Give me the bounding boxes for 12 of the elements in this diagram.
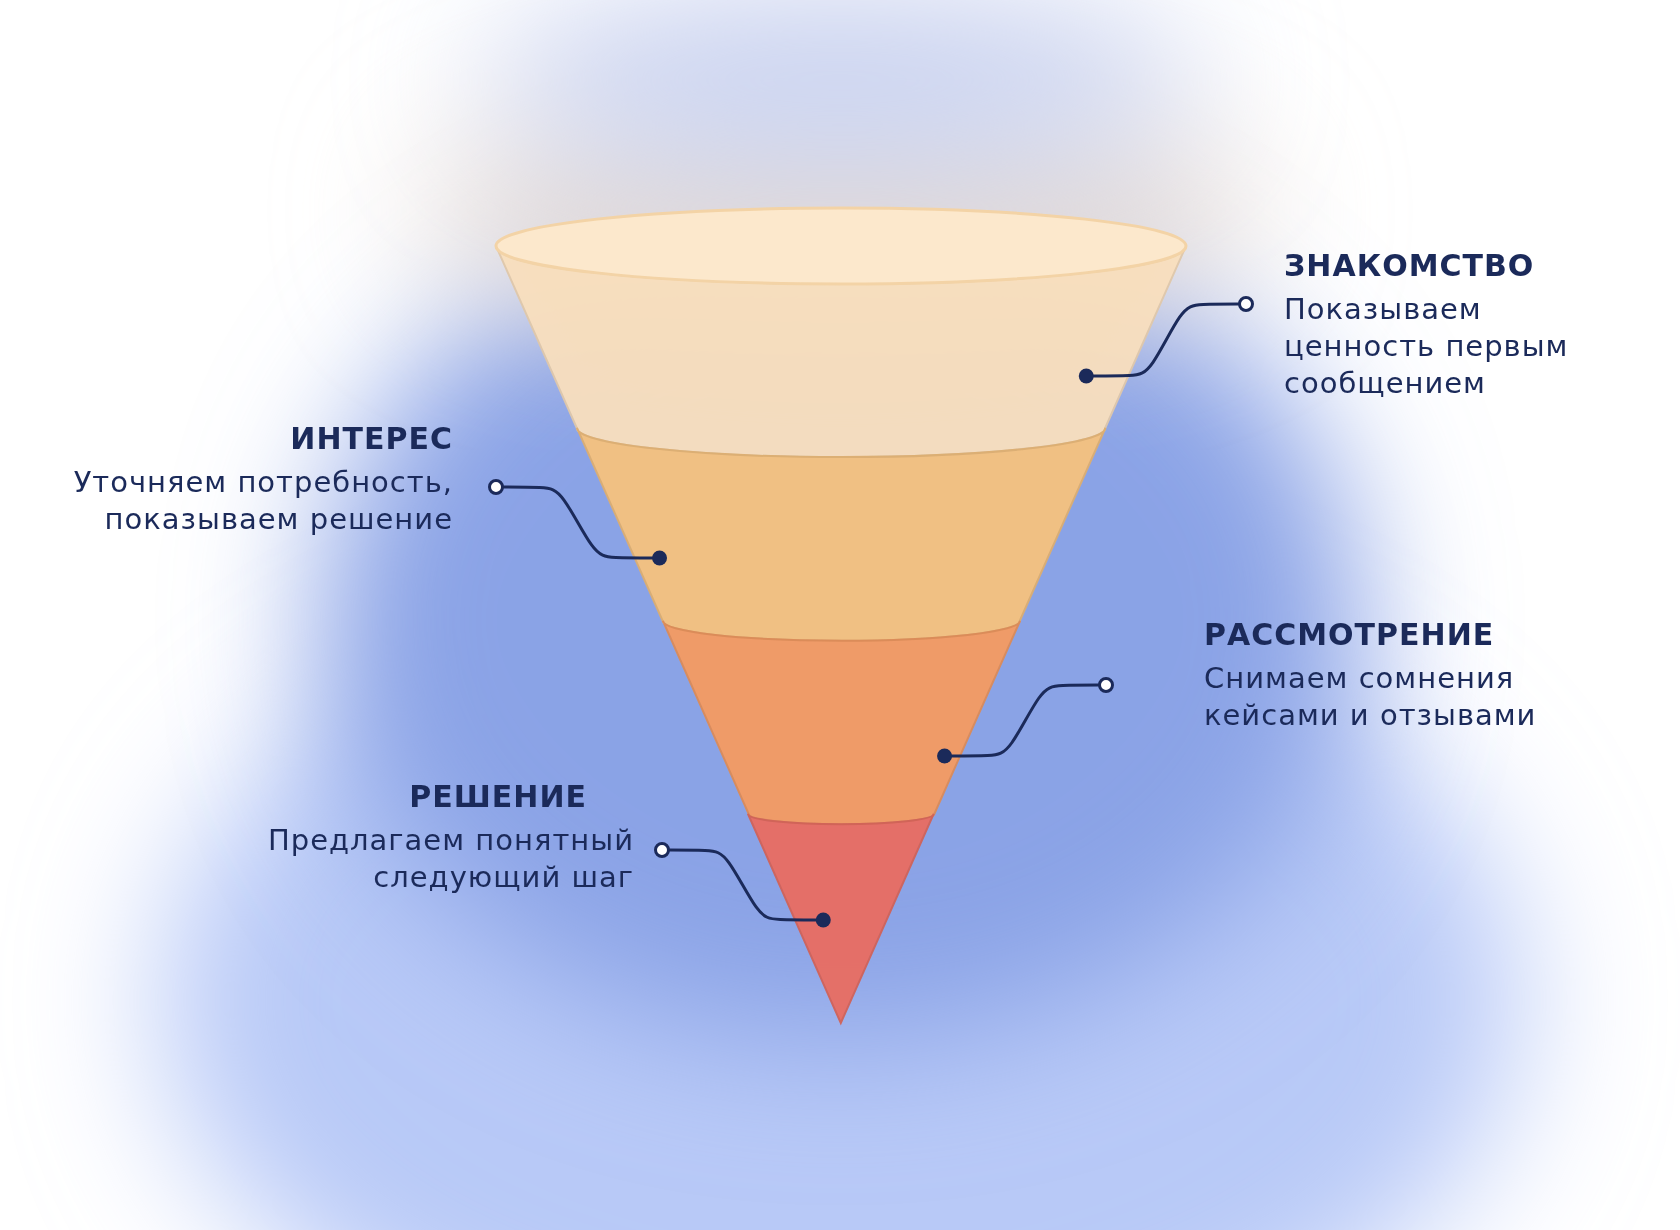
- stage-description: Предлагаем понятный следующий шаг: [266, 822, 634, 896]
- leader-line: [937, 677, 1114, 764]
- stage-description: Уточняем потребность, показываем решение: [72, 464, 453, 538]
- stage-description: Снимаем сомнения кейсами и отзывами: [1204, 660, 1538, 734]
- stage-heading: РЕШЕНИЕ: [408, 778, 588, 816]
- stage-heading: ЗНАКОМСТВО: [1284, 247, 1536, 285]
- leader-line: [488, 479, 668, 566]
- stage-description: Показываем ценность первым сообщением: [1284, 291, 1570, 402]
- stage-heading: ИНТЕРЕС: [289, 420, 453, 458]
- stage-heading: РАССМОТРЕНИЕ: [1204, 616, 1496, 654]
- leader-line: [654, 842, 831, 928]
- leader-line: [1078, 296, 1254, 384]
